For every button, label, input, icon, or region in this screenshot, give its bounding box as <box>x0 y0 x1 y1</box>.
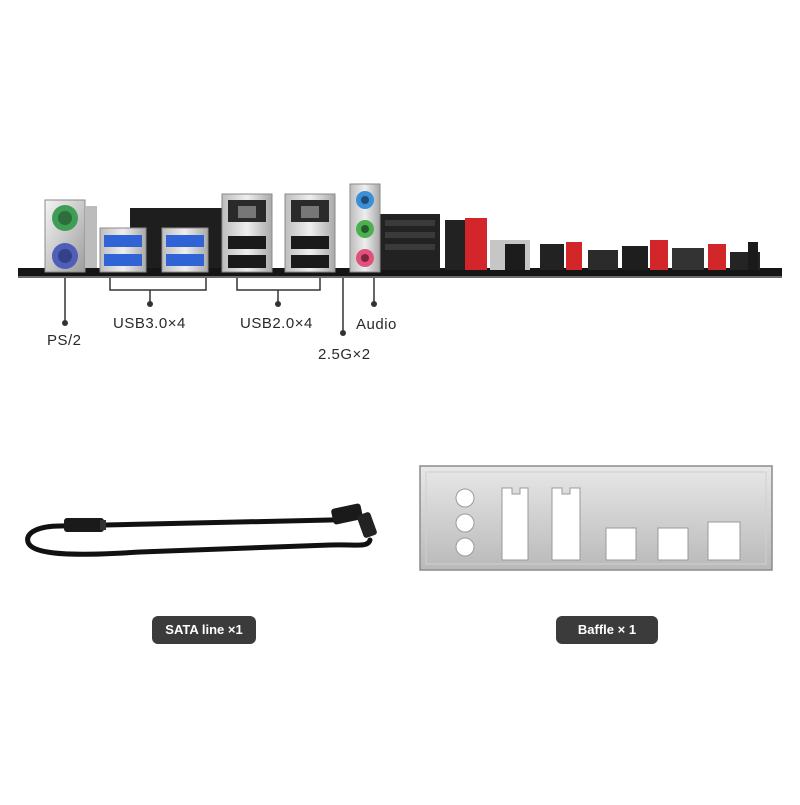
lan-label: 2.5G×2 <box>318 346 371 363</box>
baffle-inner-edge <box>425 471 767 565</box>
motherboard-io <box>18 183 782 336</box>
usb3-port <box>104 254 142 266</box>
red-connector <box>465 218 487 270</box>
red-component <box>708 244 726 270</box>
baffle-badge: Baffle × 1 <box>556 616 658 644</box>
heatsink-fin <box>385 244 435 250</box>
usb2-port <box>228 255 266 268</box>
choke <box>505 244 525 270</box>
usb3-port <box>104 235 142 247</box>
audio-label: Audio <box>356 316 397 333</box>
sata-connector-straight <box>64 518 104 532</box>
choke <box>622 246 648 270</box>
baffle-hole-usb <box>657 527 689 561</box>
red-component <box>650 240 668 270</box>
usb3-ports <box>99 227 209 273</box>
ps2-keyboard-pins <box>58 249 72 263</box>
sata-connector-angled-head <box>357 512 377 538</box>
usb3-dot <box>147 301 153 307</box>
baffle-hole-audio-block <box>707 521 741 561</box>
usb3-port <box>166 254 204 266</box>
power-connector <box>445 220 465 270</box>
baffle-hole-ps2 <box>455 488 475 508</box>
sata-cable <box>25 503 377 557</box>
ps2-dot <box>62 320 68 326</box>
lan-usb2-stack-right <box>284 193 336 273</box>
pcb-edge <box>18 268 782 278</box>
chip <box>672 248 704 270</box>
baffle-hole-usb <box>605 527 637 561</box>
capacitor <box>748 242 758 270</box>
usb2-port <box>228 236 266 249</box>
baffle-hole-lan-usb <box>551 487 581 561</box>
usb2-port <box>291 236 329 249</box>
usb3-bracket <box>109 278 207 291</box>
ps2-bracket <box>85 206 97 268</box>
ethernet-jack <box>301 206 319 218</box>
jack-hole <box>361 254 369 262</box>
usb2-bracket <box>236 278 321 291</box>
pcb-edge-highlight <box>18 276 782 278</box>
ps2-label: PS/2 <box>47 332 82 349</box>
baffle-hole-audio <box>455 537 475 557</box>
audio-dot <box>371 301 377 307</box>
jack-hole <box>361 196 369 204</box>
lan-usb2-stack-left <box>221 193 273 273</box>
sata-latch <box>100 520 106 530</box>
lan-dot <box>340 330 346 336</box>
io-baffle <box>419 465 773 571</box>
usb2-dot <box>275 301 281 307</box>
sata-line-badge: SATA line ×1 <box>152 616 256 644</box>
ethernet-jack <box>238 206 256 218</box>
sata-connector-angled <box>331 503 363 525</box>
usb2-label: USB2.0×4 <box>240 315 313 332</box>
audio-jacks <box>349 183 381 273</box>
ps2-port <box>44 199 97 273</box>
usb3-port <box>166 235 204 247</box>
chip <box>588 250 618 270</box>
usb3-label: USB3.0×4 <box>113 315 186 332</box>
sata-wire <box>25 523 373 557</box>
usb2-port <box>291 255 329 268</box>
red-component <box>566 242 582 270</box>
jack-hole <box>361 225 369 233</box>
heatsink-fin <box>385 232 435 238</box>
choke <box>540 244 564 270</box>
heatsink-fin <box>385 220 435 226</box>
ps2-mouse-pins <box>58 211 72 225</box>
baffle-hole-lan-usb <box>501 487 529 561</box>
baffle-hole-ps2 <box>455 513 475 533</box>
callout-lines <box>64 278 375 332</box>
